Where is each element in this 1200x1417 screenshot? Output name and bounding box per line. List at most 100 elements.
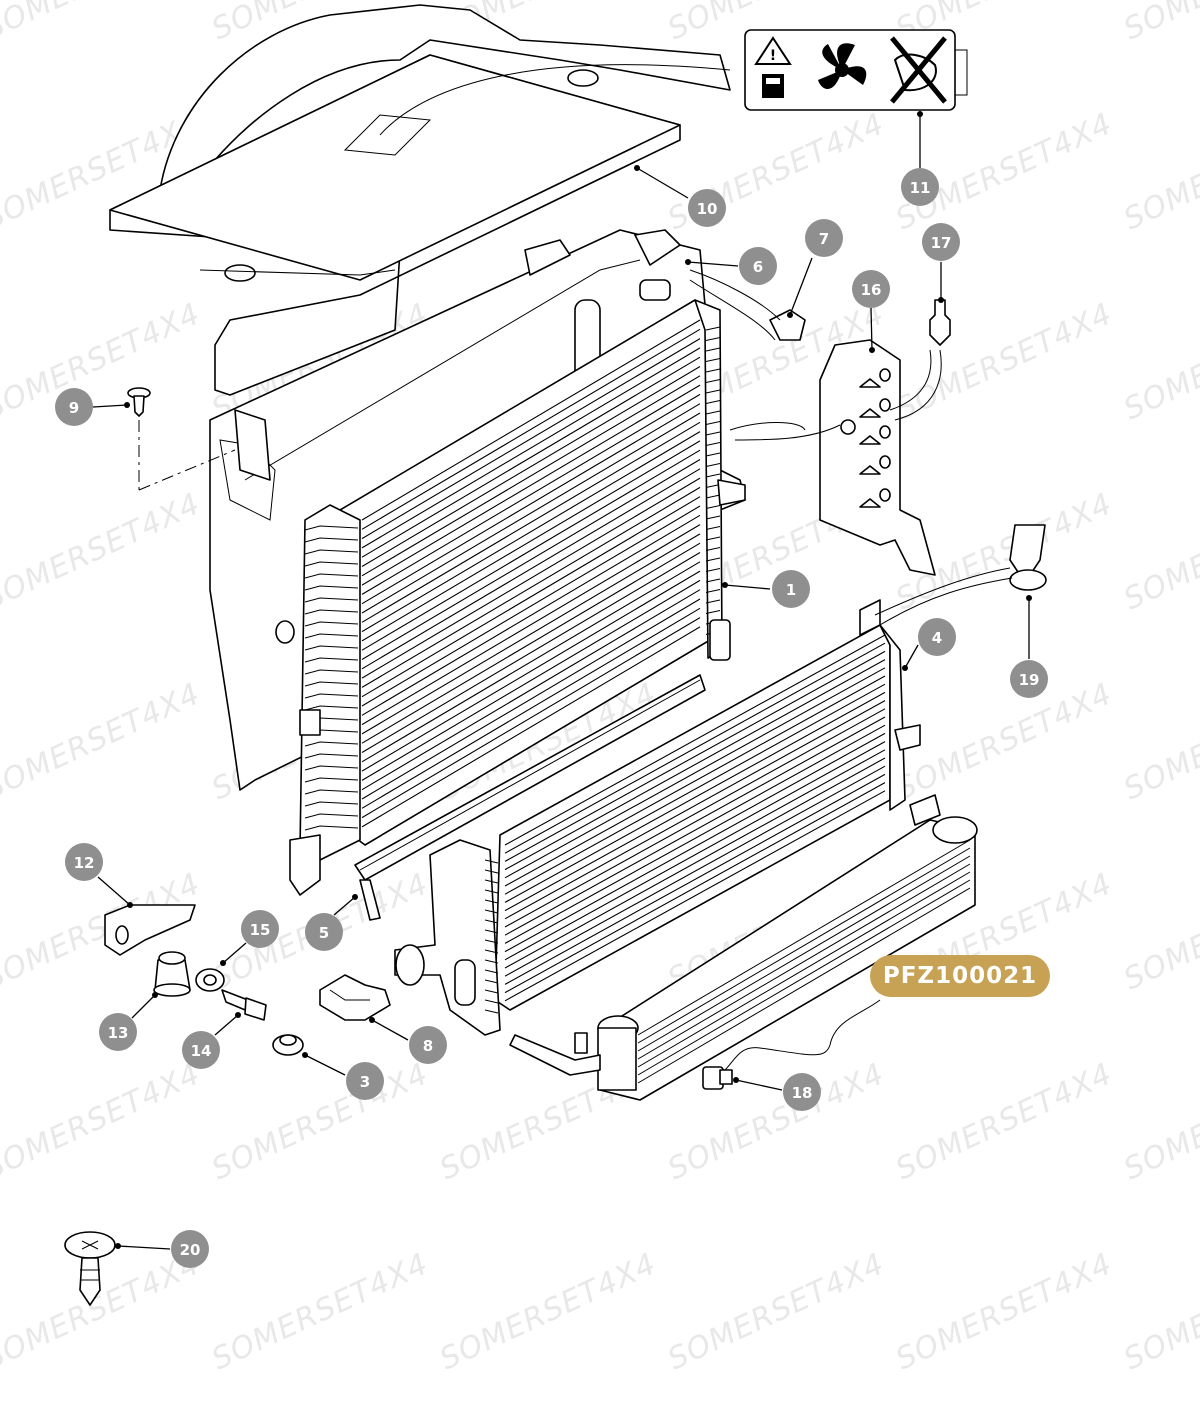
- callout-number: 6: [753, 258, 763, 276]
- callout-number: 5: [319, 924, 329, 942]
- callout-circle: [99, 1013, 137, 1051]
- callout-circle: [918, 618, 956, 656]
- callout-number: 4: [932, 629, 942, 647]
- callout-circle: [65, 843, 103, 881]
- callout-12: 12: [65, 843, 103, 881]
- callout-circle: [182, 1031, 220, 1069]
- callout-number: 12: [74, 854, 95, 872]
- callout-20: 20: [171, 1230, 209, 1268]
- callout-8: 8: [409, 1026, 447, 1064]
- sensor-part-18: [702, 1066, 733, 1090]
- callout-18: 18: [783, 1073, 821, 1111]
- clip-part-19: [874, 524, 1047, 626]
- watermark-text: SOMERSET4X4: [1119, 486, 1200, 617]
- callout-number: 7: [819, 230, 829, 248]
- callout-17: 17: [922, 223, 960, 261]
- callout-circle: [922, 223, 960, 261]
- seal-strip-part-5: [354, 674, 706, 921]
- callout-1: 1: [772, 570, 810, 608]
- deflector-part-16: [729, 339, 936, 576]
- callout-circle: [346, 1062, 384, 1100]
- watermark-text: SOMERSET4X4: [891, 1246, 1118, 1377]
- watermark-text: SOMERSET4X4: [1119, 676, 1200, 807]
- callout-11: 11: [901, 168, 939, 206]
- bolt-part-14: [221, 989, 267, 1021]
- callout-number: 19: [1019, 671, 1040, 689]
- watermark-text: SOMERSET4X4: [1119, 106, 1200, 237]
- watermark-text: SOMERSET4X4: [663, 1056, 890, 1187]
- watermark-text: SOMERSET4X4: [0, 0, 206, 47]
- part-code-label: PFZ100021: [883, 963, 1037, 989]
- callout-15: 15: [241, 910, 279, 948]
- callout-circle: [688, 189, 726, 227]
- callout-number: 11: [910, 179, 931, 197]
- callout-circle: [805, 219, 843, 257]
- callout-circle: [409, 1026, 447, 1064]
- watermark-text: SOMERSET4X4: [0, 676, 206, 807]
- warning-label-part-11: !: [744, 29, 968, 111]
- svg-text:!: !: [770, 48, 776, 64]
- washer-part-15: [195, 968, 225, 992]
- book-icon: [762, 74, 784, 98]
- watermark-text: SOMERSET4X4: [0, 296, 206, 427]
- callout-13: 13: [99, 1013, 137, 1051]
- callout-14: 14: [182, 1031, 220, 1069]
- callout-9: 9: [55, 388, 93, 426]
- callout-number: 14: [191, 1042, 212, 1060]
- callout-circle: [171, 1230, 209, 1268]
- watermark-text: SOMERSET4X4: [891, 1056, 1118, 1187]
- screw-part-9: [127, 387, 236, 491]
- leader-lines: [92, 111, 1032, 1250]
- watermark-text: SOMERSET4X4: [435, 1246, 662, 1377]
- callout-circle: [305, 913, 343, 951]
- watermark-text: SOMERSET4X4: [891, 296, 1118, 427]
- watermark-text: SOMERSET4X4: [1119, 866, 1200, 997]
- callout-circle: [55, 388, 93, 426]
- callout-circle: [1010, 660, 1048, 698]
- callout-number: 17: [931, 234, 952, 252]
- watermark-text: SOMERSET4X4: [1119, 296, 1200, 427]
- watermark-text: SOMERSET4X4: [1119, 1246, 1200, 1377]
- callout-7: 7: [805, 219, 843, 257]
- callout-number: 13: [108, 1024, 129, 1042]
- callout-circle: [241, 910, 279, 948]
- fan-cowl-part-10: [109, 4, 731, 396]
- no-hand-icon: [890, 36, 947, 104]
- watermark-text: SOMERSET4X4: [1119, 1056, 1200, 1187]
- callout-circle: [739, 247, 777, 285]
- warning-triangle-icon: !: [754, 36, 792, 65]
- callout-number: 10: [697, 200, 718, 218]
- callout-19: 19: [1010, 660, 1048, 698]
- watermark-text: SOMERSET4X4: [207, 1246, 434, 1377]
- watermark-text: SOMERSET4X4: [207, 1056, 434, 1187]
- clip-part-7: [689, 269, 806, 341]
- callout-10: 10: [688, 189, 726, 227]
- callout-number: 1: [786, 581, 796, 599]
- mount-part-8: [319, 974, 391, 1021]
- watermark-text: SOMERSET4X4: [891, 676, 1118, 807]
- callout-5: 5: [305, 913, 343, 951]
- watermark-text: SOMERSET4X4: [1119, 0, 1200, 47]
- watermark-text: SOMERSET4X4: [0, 486, 206, 617]
- callout-16: 16: [852, 270, 890, 308]
- callout-number: 3: [360, 1073, 370, 1091]
- callout-number: 9: [69, 399, 79, 417]
- callout-circle: [783, 1073, 821, 1111]
- part-code-badge: PFZ100021: [870, 955, 1050, 997]
- intercooler-bracket: [394, 839, 501, 1036]
- callout-number: 15: [250, 921, 271, 939]
- fan-icon: [814, 42, 870, 98]
- callout-circle: [852, 270, 890, 308]
- radiator-core-part-1: [275, 279, 746, 896]
- clip-part-17: [889, 299, 951, 421]
- callout-6: 6: [739, 247, 777, 285]
- callout-3: 3: [346, 1062, 384, 1100]
- grommet-part-13: [153, 951, 191, 997]
- callout-circle: [772, 570, 810, 608]
- callout-4: 4: [918, 618, 956, 656]
- callout-number: 8: [423, 1037, 433, 1055]
- grommet-part-3: [272, 1034, 304, 1056]
- watermark-text: SOMERSET4X4: [0, 1246, 206, 1377]
